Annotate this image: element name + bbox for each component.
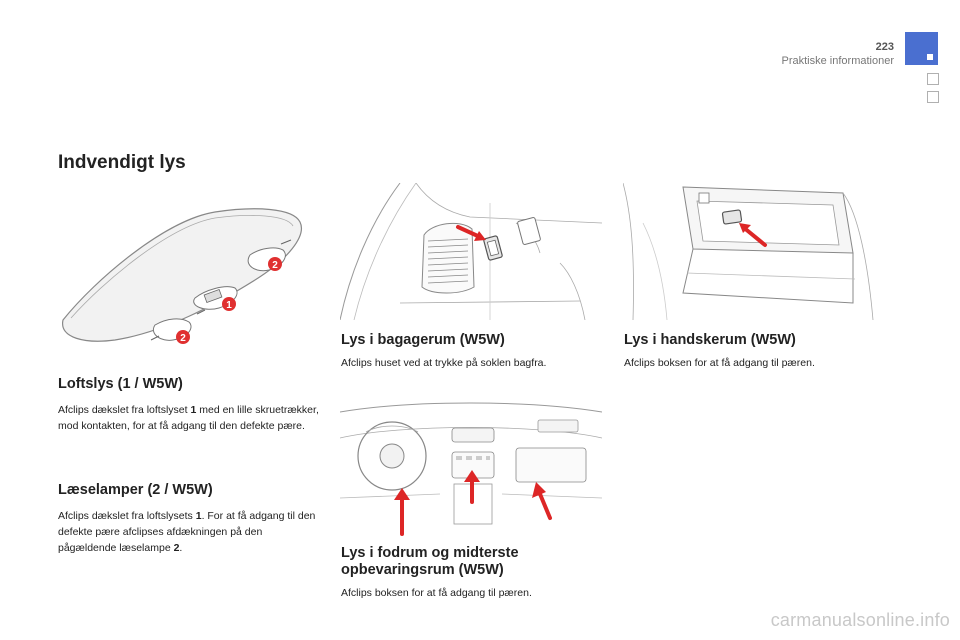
ceiling-light-illustration: 1 2 2: [55, 200, 315, 350]
trunk-light-illustration: [340, 183, 602, 320]
loftslys-text: Afclips dækslet fra loftslyset 1 med en …: [58, 404, 319, 432]
fodrum-section: Lys i fodrum og midterste opbevaringsrum…: [341, 545, 611, 601]
section-name: Praktiske informationer: [781, 55, 895, 67]
callout-2a-label: 2: [272, 260, 278, 271]
laeselamper-text: Afclips dækslet fra loftslysets 1. For a…: [58, 510, 316, 554]
handskerum-section: Lys i handskerum (W5W) Afclips boksen fo…: [624, 332, 894, 371]
watermark: carmanualsonline.info: [770, 610, 950, 630]
handskerum-text: Afclips boksen for at få adgang til pære…: [624, 357, 815, 369]
page-title: Indvendigt lys: [58, 152, 186, 173]
chapter-tab-marker: [927, 54, 933, 60]
handskerum-title: Lys i handskerum (W5W): [624, 332, 796, 348]
bagagerum-title: Lys i bagagerum (W5W): [341, 332, 505, 348]
footwell-light-illustration: [340, 398, 602, 536]
page-number: 223: [875, 41, 894, 53]
bagagerum-section: Lys i bagagerum (W5W) Afclips huset ved …: [341, 332, 611, 371]
laeselamper-section: Læselamper (2 / W5W) Afclips dækslet fra…: [58, 482, 323, 556]
chapter-tab-empty-1: [927, 73, 939, 85]
laeselamper-title: Læselamper (2 / W5W): [58, 482, 213, 498]
callout-1-label: 1: [226, 300, 232, 311]
glovebox-light-illustration: [623, 183, 883, 320]
loftslys-title: Loftslys (1 / W5W): [58, 376, 183, 392]
callout-2b-label: 2: [180, 333, 186, 344]
bagagerum-text: Afclips huset ved at trykke på soklen ba…: [341, 357, 547, 369]
loftslys-section: Loftslys (1 / W5W) Afclips dækslet fra l…: [58, 376, 323, 434]
chapter-tab-empty-2: [927, 91, 939, 103]
callout-2b: [176, 330, 190, 344]
fodrum-title-line1: Lys i fodrum og midterste: [341, 545, 519, 561]
callout-1: [222, 297, 236, 311]
chapter-tab: [905, 32, 938, 65]
fodrum-title-line2: opbevaringsrum (W5W): [341, 562, 504, 578]
fodrum-text: Afclips boksen for at få adgang til pære…: [341, 587, 532, 599]
callout-2a: [268, 257, 282, 271]
